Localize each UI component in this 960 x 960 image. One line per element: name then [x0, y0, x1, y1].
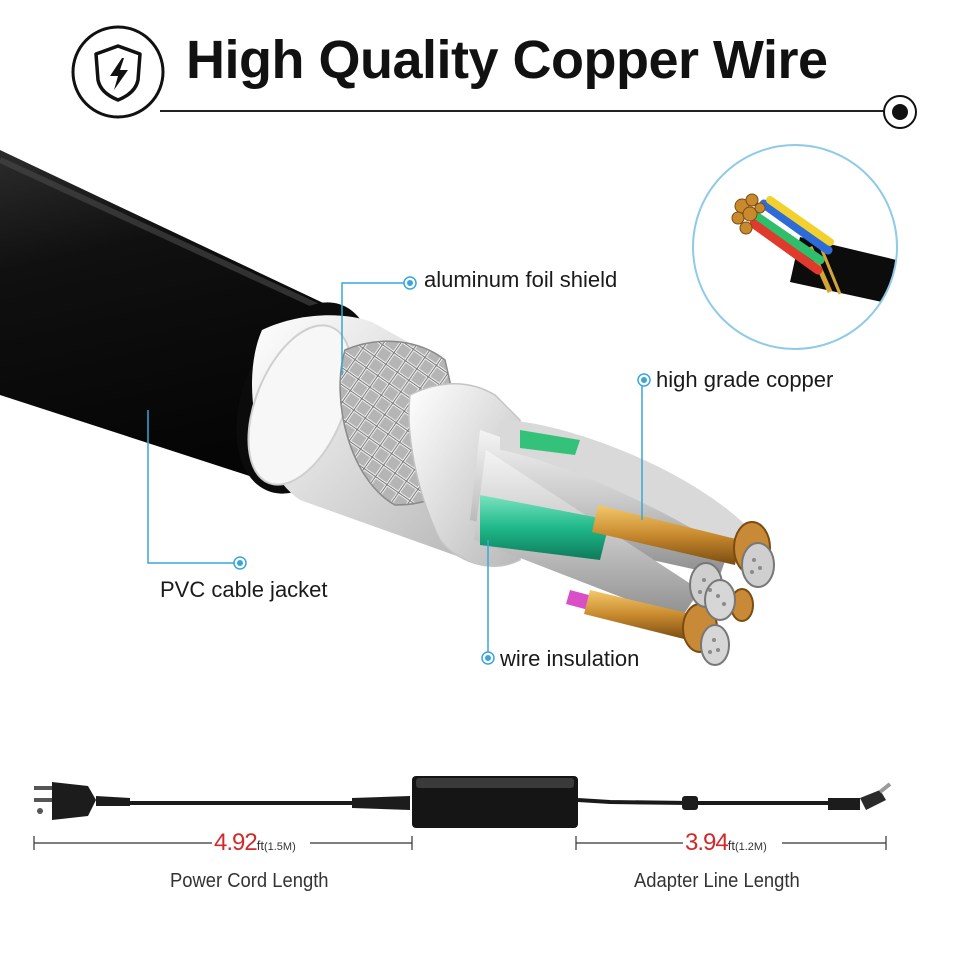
adapter-line-length-value: 3.94 [685, 829, 729, 856]
power-adapter-illustration [33, 776, 892, 850]
power-cord-length-unit: ft [256, 838, 264, 853]
header-divider [160, 110, 890, 112]
wire-closeup-inset [692, 144, 898, 350]
ac-plug-icon [34, 782, 130, 820]
adapter-line-length-caption: Adapter Line Length [634, 870, 800, 892]
power-cord-length-caption: Power Cord Length [170, 870, 329, 892]
power-cord-length-value: 4.92 [214, 829, 258, 856]
label-wire-insulation: wire insulation [500, 646, 640, 671]
shield-lightning-icon [71, 25, 165, 119]
power-cord-length-metric: (1.5M) [263, 841, 296, 853]
adapter-line-length-measure: 3.94ft(1.2M) [685, 826, 767, 860]
power-cord-length-measure: 4.92ft(1.5M) [214, 826, 296, 860]
adapter-line-length-unit: ft [727, 838, 735, 853]
label-aluminum-foil-shield: aluminum foil shield [424, 267, 618, 292]
label-pvc-cable-jacket: PVC cable jacket [160, 577, 328, 602]
adapter-line-length-metric: (1.2M) [734, 841, 767, 853]
target-dot-icon [883, 95, 917, 129]
page-title: High Quality Copper Wire [186, 30, 828, 90]
cable-cross-section-illustration [0, 150, 775, 666]
label-high-grade-copper: high grade copper [656, 367, 834, 392]
